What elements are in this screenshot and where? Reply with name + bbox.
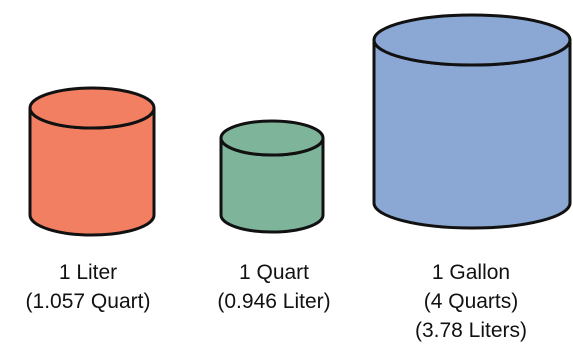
quart-cylinder-top bbox=[219, 119, 325, 157]
liter-caption-line-2: (1.057 Quart) bbox=[25, 290, 151, 313]
quart-caption-line-1: 1 Quart bbox=[238, 261, 310, 284]
liter-caption: 1 Liter (1.057 Quart) bbox=[26, 258, 151, 316]
quart-caption-line-2: (0.946 Liter) bbox=[217, 290, 331, 313]
gallon-caption-line-3: (3.78 Liters) bbox=[414, 319, 528, 342]
quart-cylinder bbox=[219, 119, 325, 234]
gallon-cylinder bbox=[372, 13, 572, 230]
gallon-caption-line-2: (4 Quarts) bbox=[423, 290, 519, 313]
gallon-cylinder-body bbox=[372, 38, 572, 230]
gallon-cylinder-top bbox=[372, 13, 572, 67]
liter-cylinder bbox=[28, 86, 156, 237]
quart-caption: 1 Quart (0.946 Liter) bbox=[217, 258, 330, 316]
liter-cylinder-top bbox=[28, 86, 156, 130]
liter-caption-line-1: 1 Liter bbox=[58, 261, 118, 284]
gallon-caption: 1 Gallon (4 Quarts) (3.78 Liters) bbox=[415, 258, 527, 345]
gallon-caption-line-1: 1 Gallon bbox=[431, 261, 511, 284]
